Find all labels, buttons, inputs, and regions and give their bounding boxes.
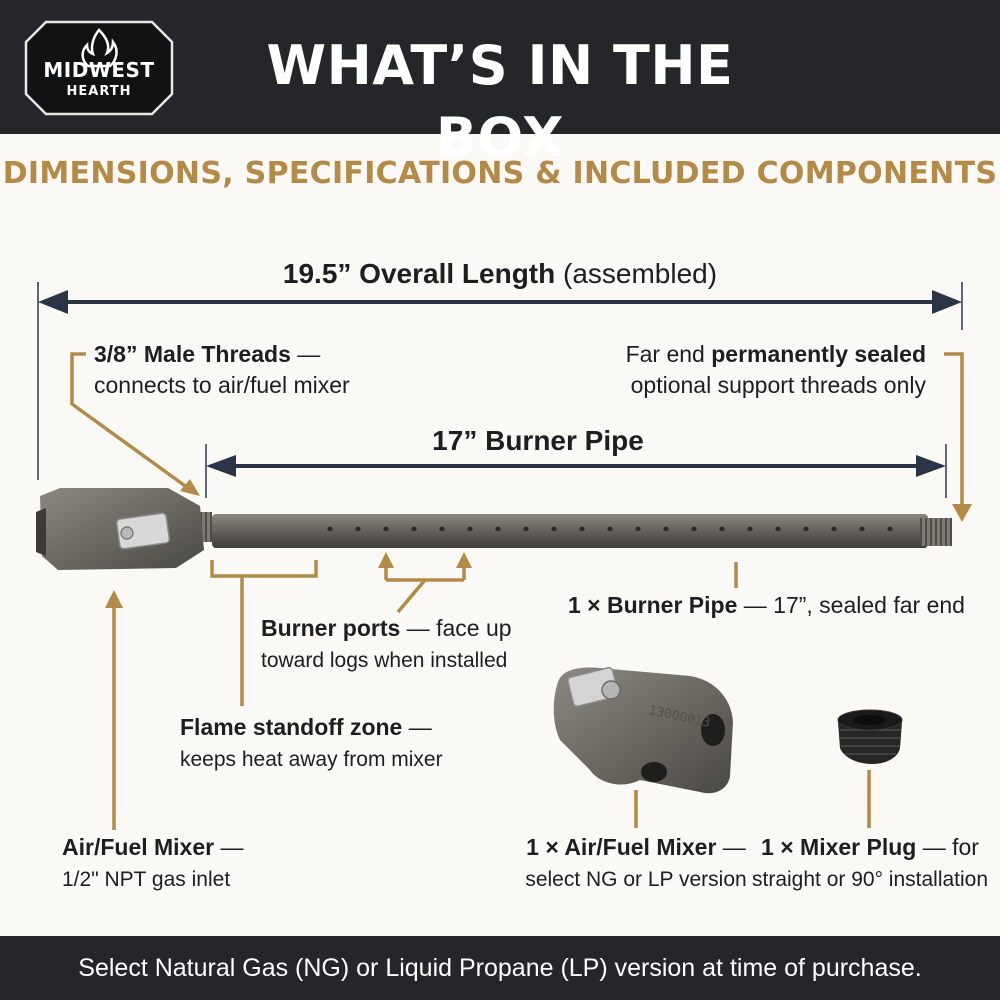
ports-desc2: toward logs when installed [261,649,508,672]
mixer-callout-dash: — [214,834,244,860]
burner-port-hole [719,526,725,532]
overall-length-value: 19.5” Overall Length [282,258,556,289]
far-end-desc: optional support threads only [630,372,926,398]
mixer-component-title: 1 × Air/Fuel Mixer [526,834,717,860]
ports-title: Burner ports [261,615,401,641]
mixer-plug-image [837,709,903,764]
brand-logo [24,20,174,116]
burner-port-hole [439,526,445,532]
threads-title: 3/8” Male Threads [94,341,291,367]
mixer-component-image: 13000013 [553,666,733,794]
page-title: WHAT’S IN THE BOX [266,34,734,169]
callout-leaders [70,352,972,830]
burner-port-holes [327,526,893,532]
burner-port-hole [607,526,613,532]
burner-port-hole [831,526,837,532]
footer-note: Select Natural Gas (NG) or Liquid Propan… [0,936,1000,1000]
burner-port-hole [551,526,557,532]
plug-component-dash: — for [916,834,979,860]
burner-port-hole [411,526,417,532]
standoff-desc: keeps heat away from mixer [180,748,443,771]
burner-port-hole [355,526,361,532]
plug-component-title: 1 × Mixer Plug [761,834,917,860]
logo-wordmark: MIDWEST [43,58,155,82]
plug-component-label: 1 × Mixer Plug — for straight or 90° ins… [752,832,988,894]
burner-port-hole [579,526,585,532]
burner-port-hole [663,526,669,532]
mixer-component-label: 1 × Air/Fuel Mixer — select NG or LP ver… [516,832,756,894]
far-end-prefix: Far end [625,341,712,367]
air-fuel-mixer-image [36,488,204,570]
mixer-component-dash: — [716,834,746,860]
far-end-bold: permanently sealed [711,341,926,367]
overall-length-dimension [37,282,963,480]
standoff-dash: — [402,714,432,740]
burner-pipe-image [196,512,952,548]
burner-port-hole [747,526,753,532]
pipe-length-value: 17” Burner Pipe [432,425,644,456]
mixer-component-desc: select NG or LP version [525,868,747,891]
burner-ports-callout: Burner ports — face up toward logs when … [261,613,512,675]
burner-port-hole [859,526,865,532]
pipe-component-desc: — 17”, sealed far end [737,592,965,618]
mixer-callout: Air/Fuel Mixer — 1/2" NPT gas inlet [62,832,244,894]
mixer-callout-desc: 1/2" NPT gas inlet [62,868,231,891]
burner-port-hole [803,526,809,532]
far-end-callout: Far end permanently sealed optional supp… [560,339,926,401]
pipe-length-label: 17” Burner Pipe [318,425,758,457]
standoff-callout: Flame standoff zone — keeps heat away fr… [180,712,443,774]
mixer-callout-title: Air/Fuel Mixer [62,834,215,860]
pipe-component-title: 1 × Burner Pipe [568,592,738,618]
burner-port-hole [383,526,389,532]
burner-port-hole [887,526,893,532]
plug-component-desc: straight or 90° installation [752,868,989,891]
pipe-component-label: 1 × Burner Pipe — 17”, sealed far end [568,590,965,621]
burner-port-hole [523,526,529,532]
burner-port-hole [691,526,697,532]
overall-length-label: 19.5” Overall Length (assembled) [200,258,800,290]
logo-subtext: HEARTH [66,84,132,99]
flame-icon [81,28,118,68]
ports-desc1: — face up [400,615,512,641]
overall-length-note: (assembled) [563,258,718,289]
burner-port-hole [635,526,641,532]
threads-callout: 3/8” Male Threads — connects to air/fuel… [94,339,350,401]
burner-port-hole [775,526,781,532]
burner-port-hole [327,526,333,532]
threads-desc: connects to air/fuel mixer [94,372,350,398]
pipe-length-dimension [205,444,947,498]
threads-dash: — [290,341,321,367]
section-subtitle: DIMENSIONS, SPECIFICATIONS & INCLUDED CO… [2,156,998,191]
burner-port-hole [495,526,501,532]
standoff-title: Flame standoff zone [180,714,403,740]
burner-port-hole [467,526,473,532]
